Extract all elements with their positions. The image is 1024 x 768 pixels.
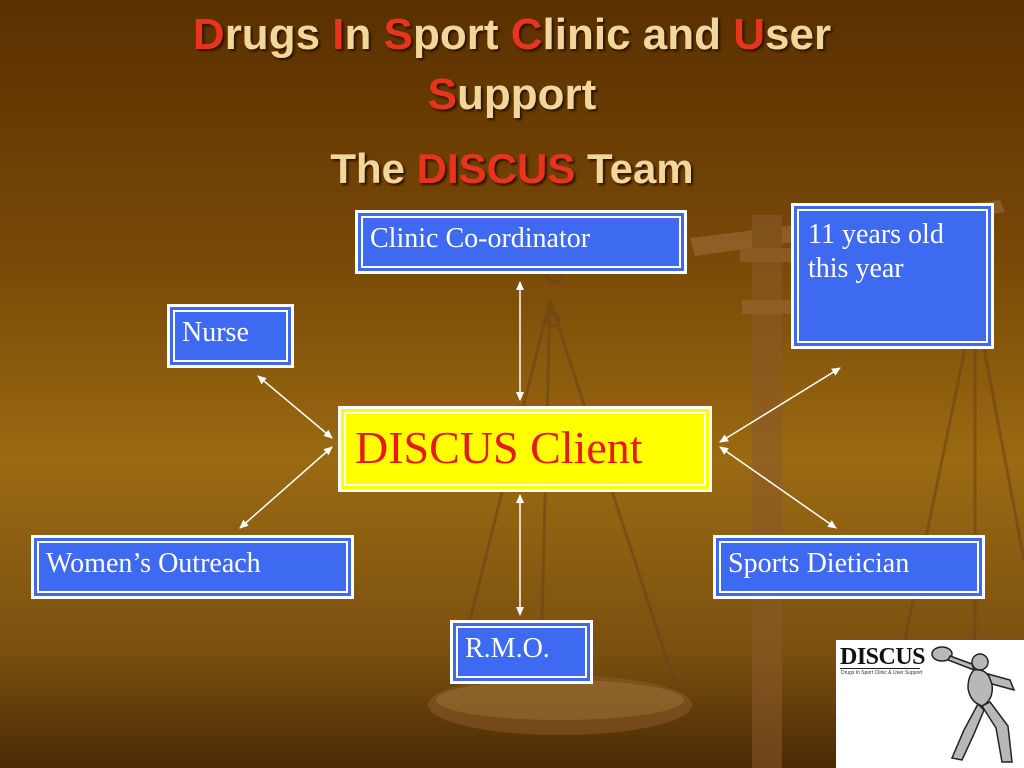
arrow-note-client [719,367,841,443]
discus-logo: DISCUS Drugs In Sport Clinic & User Supp… [836,640,1024,768]
discus-thrower-figure-icon [931,646,1016,763]
arrow-outreach-client [239,446,333,529]
logo-wordmark: DISCUS [840,644,926,670]
subtitle-team: The DISCUS Team [330,145,694,192]
rmo-box: R.M.O. [450,620,593,684]
arrow-nurse-client [257,375,333,439]
logo-subtitle: Drugs In Sport Clinic & User Support [841,670,923,676]
title-line-1: Drugs In Sport Clinic and User [192,10,832,59]
arrow-dietician-client [719,446,837,529]
discus-client-box: DISCUS Client [338,406,712,492]
clinic-coordinator-box: Clinic Co-ordinator [355,210,687,274]
logo-rule [840,668,920,669]
sports-dietician-box: Sports Dietician [713,535,985,599]
title-line-2: Support [427,70,597,119]
anniversary-note-box: 11 years old this year [791,203,994,349]
womens-outreach-box: Women’s Outreach [31,535,354,599]
nurse-box: Nurse [167,304,294,368]
